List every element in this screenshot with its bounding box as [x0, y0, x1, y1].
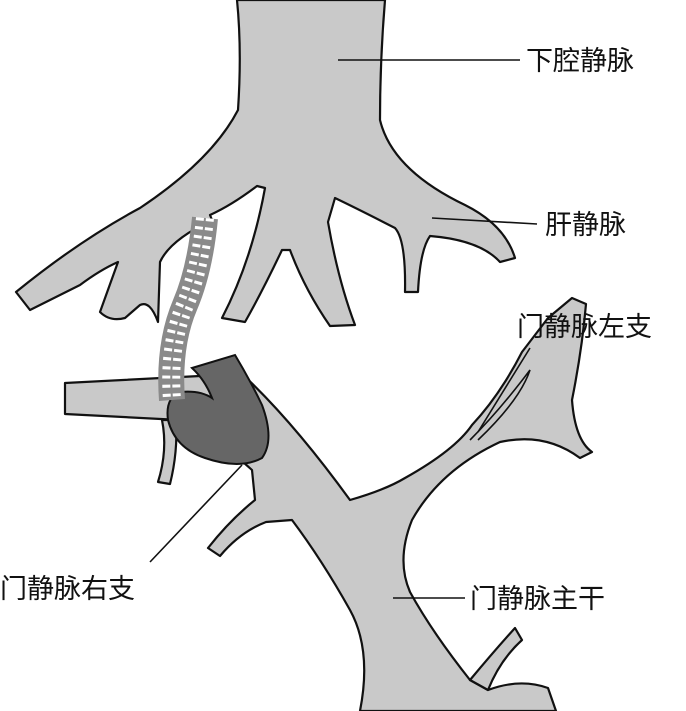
label-portal-right: 门静脉右支 [0, 574, 135, 605]
portal-right-branch [166, 353, 270, 465]
stent [158, 216, 218, 401]
label-ivc: 下腔静脉 [526, 46, 634, 77]
leader-portal-right [149, 464, 243, 563]
portal-left-branch-lumen [469, 369, 531, 441]
leader-portal-left [477, 347, 531, 433]
portal-lower-branch [468, 626, 524, 692]
inferior-vena-cava-and-hepatic-veins [14, 0, 517, 328]
label-portal-main: 门静脉主干 [470, 584, 605, 615]
label-portal-left: 门静脉左支 [517, 312, 652, 343]
label-hepatic-vein: 肝静脉 [545, 210, 626, 241]
leader-hepatic-vein [431, 217, 538, 225]
